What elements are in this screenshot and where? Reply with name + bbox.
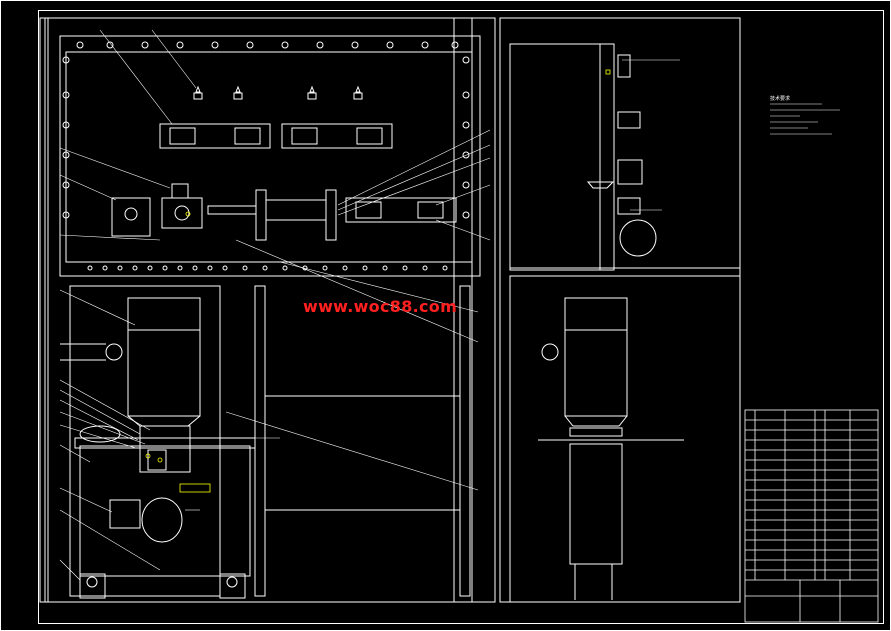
front-view xyxy=(39,17,496,603)
inner-frame xyxy=(38,10,884,624)
title-block xyxy=(744,409,879,623)
notes-title: 技术要求 xyxy=(770,96,791,102)
pump-unit xyxy=(60,285,471,599)
side-view xyxy=(499,17,741,603)
watermark-text[interactable]: www.woc88.com xyxy=(303,297,458,316)
